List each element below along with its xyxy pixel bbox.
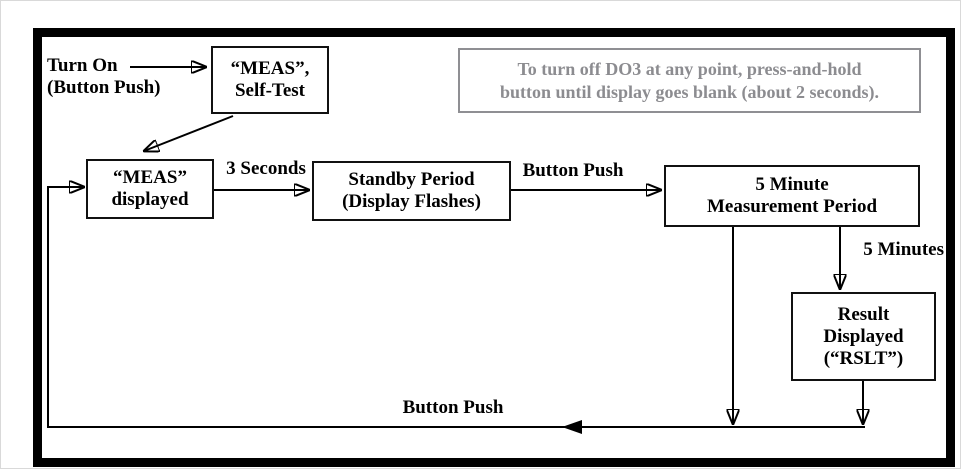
node-standby-period: Standby Period (Display Flashes) [312, 161, 511, 221]
label-turn-on-line2: (Button Push) [47, 77, 161, 98]
node-result-line3: (“RSLT”) [823, 347, 904, 369]
label-button-push-bottom: Button Push [402, 397, 504, 418]
label-five-minutes: 5 Minutes [863, 239, 944, 260]
label-turn-on-line1: Turn On [47, 55, 118, 76]
note-box: To turn off DO3 at any point, press-and-… [458, 48, 921, 113]
node-measurement-line2: Measurement Period [706, 196, 878, 217]
node-meas-displayed-line1: “MEAS” [113, 167, 187, 188]
diagram-border [33, 28, 955, 467]
node-meas-self-test: “MEAS”, Self-Test [211, 46, 329, 114]
node-measurement-line1: 5 Minute [755, 174, 829, 195]
node-meas-displayed: “MEAS” displayed [86, 159, 214, 219]
return-line-arrowhead [562, 420, 582, 434]
return-line-to-measdisplayed [47, 187, 865, 428]
arrow-selftest-to-measdisplayed [144, 115, 234, 151]
node-meas-displayed-line2: displayed [111, 189, 189, 210]
node-meas-self-test-line1: “MEAS”, [230, 58, 310, 79]
label-button-push-top: Button Push [522, 160, 624, 181]
node-meas-self-test-line2: Self-Test [234, 80, 306, 101]
label-three-seconds: 3 Seconds [226, 158, 306, 179]
node-standby-line2: (Display Flashes) [342, 191, 481, 212]
node-result-line1: Result [837, 303, 890, 325]
node-measurement-period: 5 Minute Measurement Period [664, 165, 920, 227]
node-result-line2: Displayed [823, 325, 904, 347]
note-line-2: button until display goes blank (about 2… [499, 81, 880, 102]
node-result-displayed: Result Displayed (“RSLT”) [791, 292, 936, 381]
label-turn-on: Turn On (Button Push) [47, 55, 161, 99]
node-standby-line1: Standby Period [348, 169, 475, 190]
note-line-1: To turn off DO3 at any point, press-and-… [517, 58, 862, 79]
